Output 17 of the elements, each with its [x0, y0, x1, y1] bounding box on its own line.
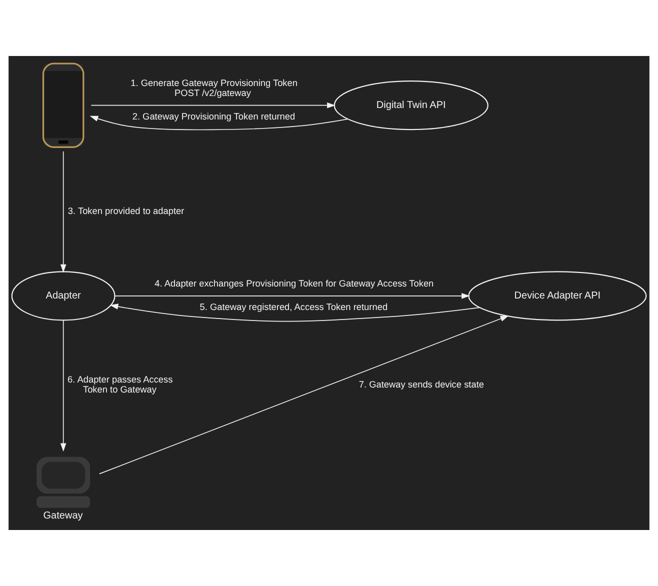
- edge-label: 7. Gateway sends device state: [358, 380, 484, 390]
- arrow: [90, 116, 348, 130]
- arrow: [110, 304, 480, 322]
- node-ellipse: Adapter: [11, 271, 116, 321]
- edge-label: 1. Generate Gateway Provisioning Token POST /v2/gateway: [130, 78, 298, 98]
- edge-label: 4. Adapter exchanges Provisioning Token for Gateway Access Token: [154, 278, 434, 289]
- arrow: [90, 102, 336, 108]
- edge-label: 6. Adapter passes Access Token to Gateway: [68, 374, 173, 395]
- arrow: [60, 320, 66, 452]
- node-ellipse: Digital Twin API: [334, 80, 488, 130]
- edge-label: 5. Gateway registered, Access Token returned: [200, 302, 388, 312]
- arrow: [60, 151, 66, 273]
- edge-label: 2. Gateway Provisioning Token returned: [132, 111, 296, 122]
- arrow: [114, 293, 470, 299]
- edge-label: 3. Token provided to adapter: [68, 206, 184, 216]
- node-label: Gateway: [43, 510, 83, 522]
- arrow: [99, 316, 509, 474]
